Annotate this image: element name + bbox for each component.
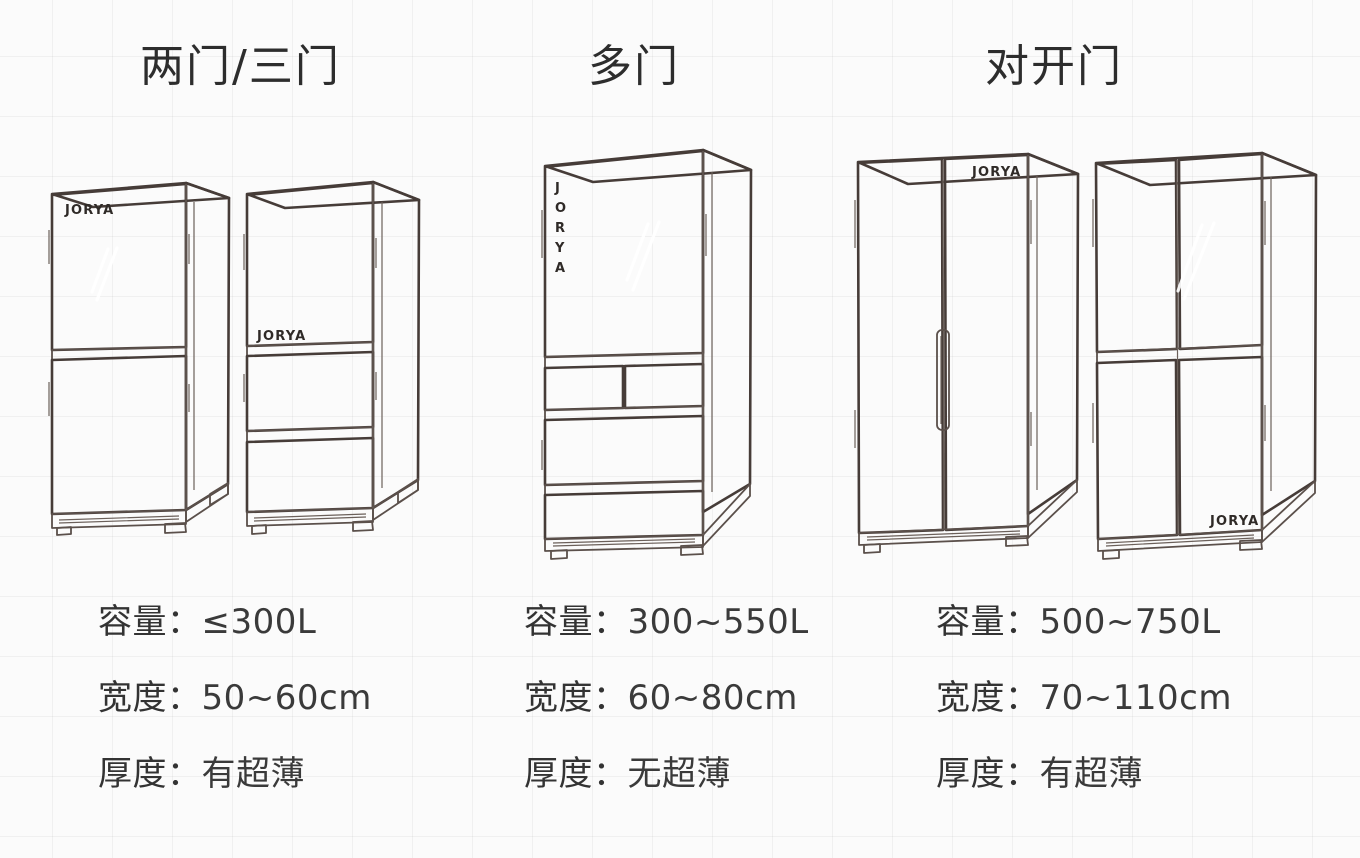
spec-label-thickness: 厚度： xyxy=(936,754,1040,794)
spec-label-width: 宽度： xyxy=(98,678,202,718)
spec-row-width: 宽度：70~110cm xyxy=(936,681,1232,715)
brand-logo-letter: J xyxy=(554,181,560,196)
spec-row-capacity: 容量：300~550L xyxy=(524,605,809,639)
brand-logo-letter: A xyxy=(555,261,565,276)
spec-value-thickness: 有超薄 xyxy=(201,754,305,794)
spec-row-thickness: 厚度：有超薄 xyxy=(936,757,1232,791)
cross-door-fridge-illustration: JORYA xyxy=(1090,143,1330,858)
spec-value-capacity: 300~550L xyxy=(627,602,809,642)
multi-door-fridge-illustration: J O R Y A xyxy=(535,140,765,858)
spec-label-width: 宽度： xyxy=(524,678,628,718)
brand-logo-letter: Y xyxy=(554,241,565,256)
spec-label-capacity: 容量： xyxy=(936,602,1040,642)
brand-logo-text: JORYA xyxy=(1209,514,1259,529)
spec-block-two-three-door: 容量：≤300L 宽度：50~60cm 厚度：有超薄 xyxy=(98,605,372,791)
spec-value-width: 60~80cm xyxy=(627,678,798,718)
spec-row-thickness: 厚度：无超薄 xyxy=(524,757,809,791)
column-heading-multi-door: 多门 xyxy=(588,41,680,92)
column-heading-two-three-door: 两门/三门 xyxy=(140,41,341,92)
three-door-fridge-illustration: JORYA xyxy=(243,174,433,858)
brand-logo-text: JORYA xyxy=(971,165,1021,180)
spec-row-capacity: 容量：500~750L xyxy=(936,605,1232,639)
brand-logo-text: JORYA xyxy=(256,329,306,344)
brand-logo-letter: O xyxy=(555,201,566,216)
spec-row-width: 宽度：60~80cm xyxy=(524,681,809,715)
spec-label-capacity: 容量： xyxy=(98,602,202,642)
spec-row-thickness: 厚度：有超薄 xyxy=(98,757,372,791)
spec-row-width: 宽度：50~60cm xyxy=(98,681,372,715)
spec-value-width: 50~60cm xyxy=(201,678,372,718)
spec-value-thickness: 无超薄 xyxy=(627,754,731,794)
spec-value-capacity: 500~750L xyxy=(1039,602,1221,642)
spec-label-capacity: 容量： xyxy=(524,602,628,642)
side-by-side-fridge-illustration: JORYA xyxy=(850,140,1090,858)
spec-block-side-by-side: 容量：500~750L 宽度：70~110cm 厚度：有超薄 xyxy=(936,605,1232,791)
spec-block-multi-door: 容量：300~550L 宽度：60~80cm 厚度：无超薄 xyxy=(524,605,809,791)
brand-logo-text: JORYA xyxy=(64,203,114,218)
spec-value-width: 70~110cm xyxy=(1039,678,1232,718)
spec-label-thickness: 厚度： xyxy=(524,754,628,794)
spec-label-width: 宽度： xyxy=(936,678,1040,718)
spec-value-capacity: ≤300L xyxy=(201,602,317,642)
two-door-fridge-illustration: JORYA xyxy=(45,172,235,858)
spec-value-thickness: 有超薄 xyxy=(1039,754,1143,794)
spec-row-capacity: 容量：≤300L xyxy=(98,605,372,639)
column-heading-side-by-side: 对开门 xyxy=(985,41,1123,92)
brand-logo-letter: R xyxy=(555,221,565,236)
spec-label-thickness: 厚度： xyxy=(98,754,202,794)
